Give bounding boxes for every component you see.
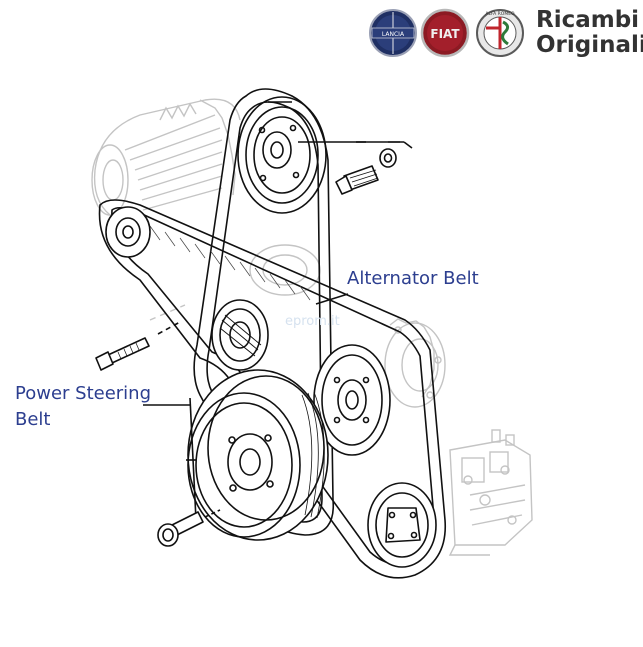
power-steering-label-line-1: Power Steering bbox=[15, 383, 152, 404]
engine-background bbox=[91, 98, 533, 556]
fiat-logo: FIAT bbox=[420, 8, 470, 58]
fiat-logo-text: FIAT bbox=[430, 27, 460, 41]
top-bolt bbox=[335, 165, 379, 195]
brand-line-2: Originali bbox=[536, 32, 643, 58]
alfa-logo-text: ALFA ROMEO bbox=[485, 11, 515, 17]
power-steering-label-line-2: Belt bbox=[15, 409, 51, 430]
alfa-romeo-logo: ALFA ROMEO bbox=[476, 9, 524, 57]
crank-bolt bbox=[157, 509, 221, 547]
main-drawing bbox=[95, 88, 447, 579]
power-steering-belt-label: Power Steering Belt bbox=[15, 381, 151, 433]
lancia-logo: LANCIA bbox=[369, 9, 417, 57]
alternator-belt-label: Alternator Belt bbox=[347, 268, 479, 289]
left-bolt bbox=[95, 321, 181, 371]
washer bbox=[379, 148, 397, 168]
brand-line-1: Ricambi bbox=[536, 7, 640, 33]
lancia-logo-text: LANCIA bbox=[382, 31, 405, 38]
brand-wordmark: Ricambi Originali bbox=[536, 8, 643, 58]
watermark: eprom.it bbox=[285, 314, 340, 329]
